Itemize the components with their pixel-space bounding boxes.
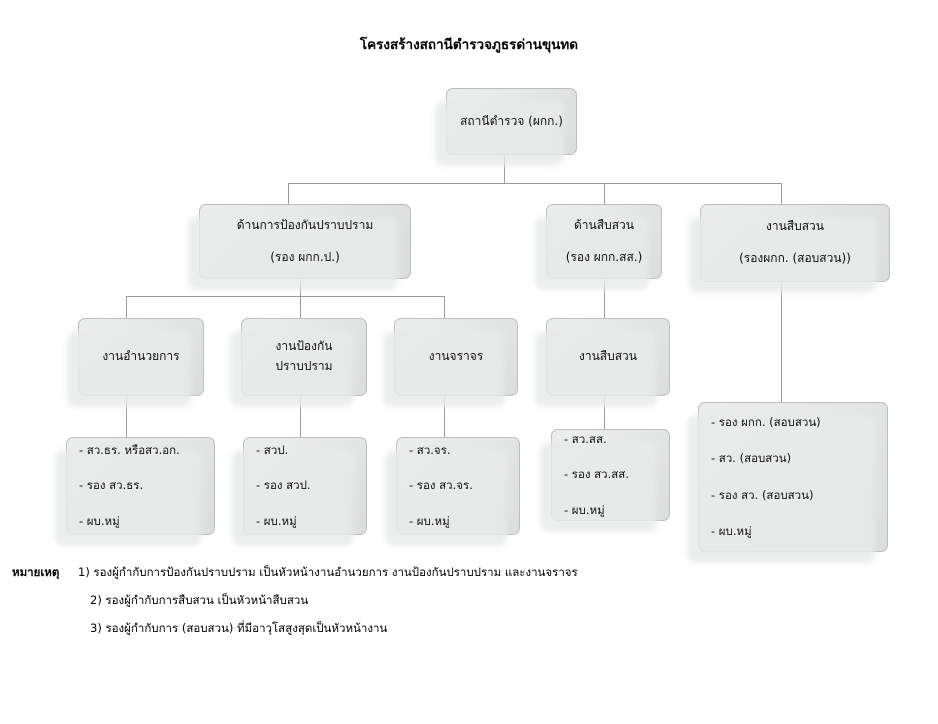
connector-traffic-to-staff [444,396,445,437]
connector-drop-intelligence [604,183,605,204]
page-title: โครงสร้างสถานีตำรวจภูธรด่านขุนทด [359,37,579,53]
footnote-text-3: 3) รองผู้กำกับการ (สอบสวน) ที่มีอาวุโสสู… [90,621,388,635]
connector-level1-bar [288,183,782,184]
traffic-staff-item-3: - ผบ.หมู่ [409,513,450,528]
suppression-staff-item-1: - สวป. [256,443,289,458]
node-suppression-work-label-2: ปราบปราม [275,359,333,373]
footnote-row-2: 2) รองผู้กำกับการสืบสวน เป็นหัวหน้าสืบสว… [12,592,912,610]
inquiry-staff-item-4: - ผบ.หมู่ [711,523,752,538]
connector-admin-to-staff [126,396,127,437]
inquiry-staff-item-3: - รอง สว. (สอบสวน) [711,487,814,502]
node-suppression-staff[interactable]: - สวป. - รอง สวป. - ผบ.หมู่ [243,437,367,535]
node-traffic-work-label: งานจราจร [428,349,484,364]
node-prevention-division-role: (รอง ผกก.ป.) [270,249,340,264]
connector-drop-traffic [444,296,445,318]
node-administration-staff[interactable]: - สว.ธร. หรือสว.อก. - รอง สว.ธร. - ผบ.หม… [66,437,215,535]
traffic-staff-item-1: - สว.จร. [409,443,451,458]
connector-drop-admin [126,296,127,318]
node-inquiry-division-role: (รองผกก. (สอบสวน)) [739,251,851,265]
node-intelligence-division-role: (รอง ผกก.สส.) [565,249,643,264]
connector-root-stem [504,155,505,184]
node-intelligence-division-title: ด้านสืบสวน [574,217,634,232]
node-administration-work[interactable]: งานอำนวยการ [78,318,204,396]
connector-suppression-to-staff [300,396,301,437]
inquiry-staff-item-2: - สว. (สอบสวน) [711,451,792,466]
investigation-staff-item-1: - สว.สส. [564,432,607,447]
node-suppression-work[interactable]: งานป้องกัน ปราบปราม [241,318,367,396]
node-inquiry-division-title: งานสืบสวน [765,219,824,234]
node-investigation-work-label: งานสืบสวน [578,349,637,364]
node-traffic-staff[interactable]: - สว.จร. - รอง สว.จร. - ผบ.หมู่ [396,437,520,535]
node-suppression-work-label-1: งานป้องกัน [275,339,333,354]
traffic-staff-item-2: - รอง สว.จร. [409,478,473,493]
footnotes-label: หมายเหตุ [12,565,60,579]
footnote-text-2: 2) รองผู้กำกับการสืบสวน เป็นหัวหน้าสืบสว… [90,593,309,607]
connector-intelligence-stem [604,279,605,318]
connector-investigation-to-staff [604,396,605,429]
suppression-staff-item-3: - ผบ.หมู่ [256,513,297,528]
node-police-station-label: สถานีตำรวจ (ผกก.) [460,113,563,128]
footnote-text-1: 1) รองผู้กำกับการป้องกันปราบปราม เป็นหัว… [78,565,578,579]
connector-inquiry-to-staff [781,282,782,402]
administration-staff-item-3: - ผบ.หมู่ [79,513,120,528]
footnote-row-1: หมายเหตุ 1) รองผู้กำกับการป้องกันปราบปรา… [12,564,912,582]
administration-staff-item-1: - สว.ธร. หรือสว.อก. [79,443,180,458]
footnotes: หมายเหตุ 1) รองผู้กำกับการป้องกันปราบปรา… [12,564,912,648]
node-intelligence-division[interactable]: ด้านสืบสวน (รอง ผกก.สส.) [546,204,662,279]
node-inquiry-staff[interactable]: - รอง ผกก. (สอบสวน) - สว. (สอบสวน) - รอง… [698,402,888,552]
node-inquiry-division[interactable]: งานสืบสวน (รองผกก. (สอบสวน)) [700,204,890,282]
suppression-staff-item-2: - รอง สวป. [256,478,311,493]
node-prevention-division-title: ด้านการป้องกันปราบปราม [236,217,374,232]
connector-drop-suppression [300,296,301,318]
node-investigation-work[interactable]: งานสืบสวน [546,318,670,396]
node-traffic-work[interactable]: งานจราจร [394,318,518,396]
connector-drop-prevention [288,183,289,204]
inquiry-staff-item-1: - รอง ผกก. (สอบสวน) [711,415,821,430]
connector-level2-bar [126,296,445,297]
footnote-row-3: 3) รองผู้กำกับการ (สอบสวน) ที่มีอาวุโสสู… [12,620,912,638]
node-police-station[interactable]: สถานีตำรวจ (ผกก.) [446,88,577,155]
node-prevention-division[interactable]: ด้านการป้องกันปราบปราม (รอง ผกก.ป.) [199,204,411,279]
investigation-staff-item-3: - ผบ.หมู่ [564,502,605,517]
investigation-staff-item-2: - รอง สว.สส. [564,467,629,482]
administration-staff-item-2: - รอง สว.ธร. [79,478,144,493]
node-administration-work-label: งานอำนวยการ [102,349,180,364]
connector-drop-inquiry [781,183,782,204]
node-investigation-staff[interactable]: - สว.สส. - รอง สว.สส. - ผบ.หมู่ [551,429,670,521]
